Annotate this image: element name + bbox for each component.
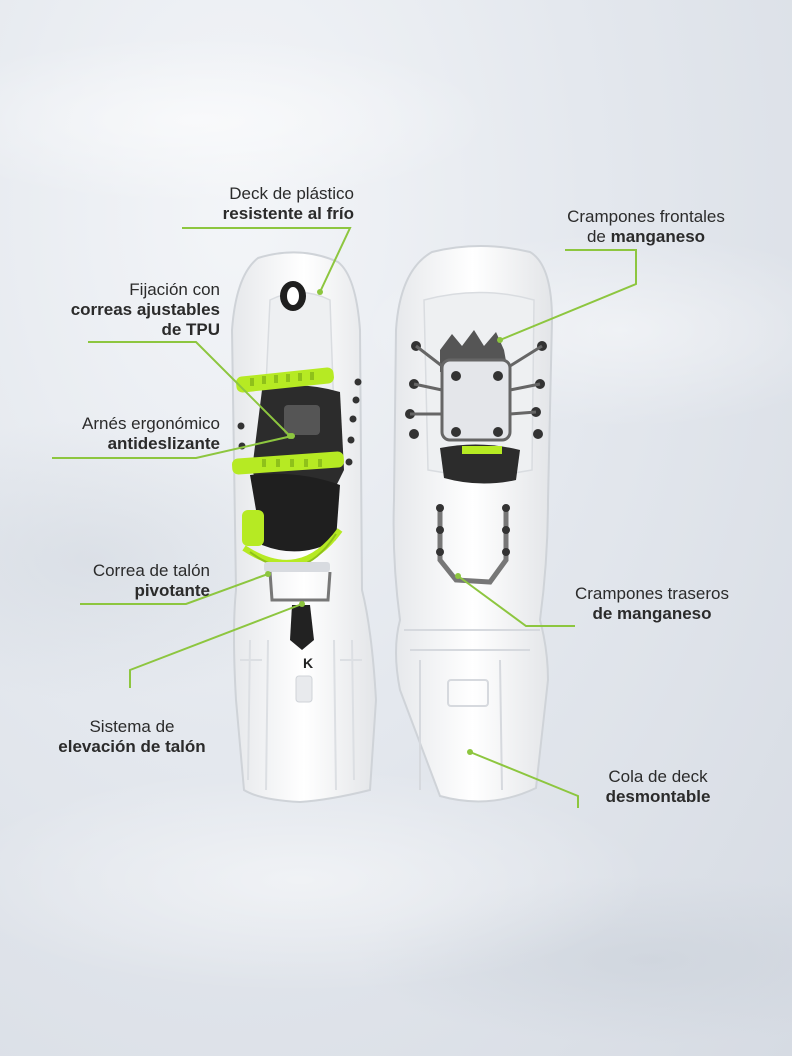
callout-deck-line1: Deck de plástico (229, 184, 354, 203)
callout-deck: Deck de plástico resistente al frío (223, 184, 354, 224)
callout-frontales-line2b: manganeso (610, 227, 706, 246)
callout-fijacion-line1: Fijación con (129, 280, 220, 299)
callout-cola: Cola de deck desmontable (576, 767, 740, 807)
brand-mark-text: K (303, 655, 313, 671)
callout-traseros-line2: de manganeso (592, 604, 712, 623)
callout-sistema: Sistema de elevación de talón (34, 717, 230, 757)
callout-fijacion-line3: de TPU (161, 320, 220, 339)
callout-frontales-line2a: de (586, 227, 611, 246)
callout-arnes-line2: antideslizante (107, 434, 220, 453)
callout-correa-line1: Correa de talón (92, 561, 210, 580)
callout-frontales-line1: Crampones frontales (567, 207, 725, 226)
leader-lines (52, 227, 637, 808)
callout-fijacion-line2: correas ajustables (70, 300, 220, 319)
callout-traseros: Crampones traseros de manganeso (540, 584, 764, 624)
callout-arnes: Arnés ergonómico antideslizante (82, 414, 220, 454)
callout-arnes-line1: Arnés ergonómico (82, 414, 220, 433)
callout-correa: Correa de talón pivotante (93, 561, 210, 601)
callout-cola-line1: Cola de deck (608, 767, 708, 786)
callout-cola-line2: desmontable (605, 787, 711, 806)
leader-dots (265, 289, 503, 755)
callout-correa-line2: pivotante (134, 581, 210, 600)
heel-lift (290, 605, 314, 650)
deck-logo (280, 281, 306, 311)
callout-traseros-line1: Crampones traseros (574, 584, 729, 603)
left-snowshoe: K (230, 251, 378, 804)
callout-sistema-line1: Sistema de (89, 717, 175, 736)
callout-deck-line2: resistente al frío (222, 204, 354, 223)
left-straps (231, 367, 345, 546)
callout-fijacion: Fijación con correas ajustables de TPU (71, 280, 220, 340)
callout-sistema-line2: elevación de talón (58, 737, 206, 756)
callout-frontales: Crampones frontales de manganeso (528, 207, 764, 247)
front-crampon (405, 330, 547, 442)
